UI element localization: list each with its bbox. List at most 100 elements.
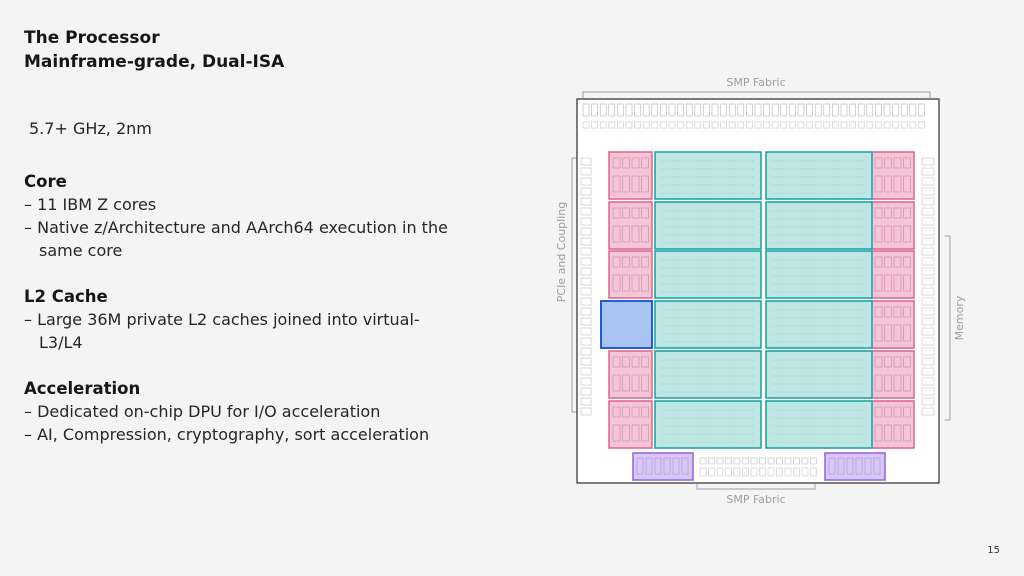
circuit-detail bbox=[784, 457, 792, 465]
circuit-detail bbox=[703, 121, 710, 129]
section-heading: Acceleration bbox=[24, 379, 141, 398]
circuit-detail bbox=[737, 103, 745, 117]
core-detail bbox=[612, 274, 621, 292]
l2-cache-block bbox=[765, 151, 873, 200]
circuit-detail bbox=[582, 121, 590, 129]
core-detail bbox=[631, 374, 640, 392]
smp-fabric-top-label: SMP Fabric bbox=[726, 76, 785, 89]
accelerator-detail bbox=[681, 457, 689, 475]
core-detail bbox=[903, 374, 911, 392]
core-detail bbox=[903, 207, 911, 219]
core-detail bbox=[884, 274, 892, 292]
circuit-detail bbox=[580, 407, 592, 416]
circuit-detail bbox=[720, 103, 727, 117]
core-detail bbox=[903, 225, 911, 243]
core-detail bbox=[631, 406, 640, 418]
circuit-detail bbox=[608, 103, 616, 117]
core-detail bbox=[893, 424, 902, 442]
core-detail bbox=[631, 424, 640, 442]
circuit-detail bbox=[720, 121, 727, 129]
pcie-coupling-label: PCIe and Coupling bbox=[555, 202, 568, 302]
circuit-detail bbox=[580, 197, 592, 206]
circuit-detail bbox=[921, 367, 935, 376]
circuit-detail bbox=[634, 121, 641, 129]
pcie-bracket bbox=[571, 157, 577, 413]
core-block bbox=[608, 201, 653, 250]
core-detail bbox=[612, 374, 621, 392]
circuit-detail bbox=[754, 121, 762, 129]
circuit-detail bbox=[580, 357, 592, 366]
core-detail bbox=[903, 324, 911, 342]
circuit-detail bbox=[767, 457, 775, 465]
core-detail bbox=[874, 356, 883, 368]
circuit-detail bbox=[921, 297, 935, 306]
circuit-detail bbox=[580, 377, 592, 386]
circuit-detail bbox=[832, 103, 839, 117]
accelerator-detail bbox=[846, 457, 854, 475]
circuit-detail bbox=[823, 121, 831, 129]
core-detail bbox=[884, 207, 892, 219]
circuit-detail bbox=[832, 121, 839, 129]
circuit-detail bbox=[793, 457, 800, 465]
core-detail bbox=[631, 356, 640, 368]
circuit-detail bbox=[708, 457, 715, 465]
circuit-detail bbox=[771, 103, 779, 117]
circuit-detail bbox=[921, 347, 935, 356]
core-detail bbox=[893, 256, 902, 268]
l2-cache-block bbox=[765, 201, 873, 250]
circuit-detail bbox=[582, 103, 590, 117]
circuit-detail bbox=[921, 277, 935, 286]
core-detail bbox=[641, 207, 649, 219]
core-detail bbox=[874, 175, 883, 193]
core-detail bbox=[622, 274, 630, 292]
circuit-detail bbox=[921, 187, 935, 196]
circuit-detail bbox=[921, 237, 935, 246]
circuit-detail bbox=[746, 103, 753, 117]
bullet: Large 36M private L2 caches joined into … bbox=[24, 308, 459, 354]
smp-fabric-bottom-label: SMP Fabric bbox=[726, 493, 785, 506]
circuit-detail bbox=[892, 103, 899, 117]
bullet: 11 IBM Z cores bbox=[24, 193, 459, 216]
core-detail bbox=[884, 225, 892, 243]
circuit-detail bbox=[580, 387, 592, 396]
circuit-detail bbox=[580, 257, 592, 266]
core-detail bbox=[631, 225, 640, 243]
core-block bbox=[608, 350, 653, 399]
circuit-detail bbox=[806, 103, 813, 117]
circuit-detail bbox=[849, 121, 856, 129]
memory-bracket bbox=[945, 235, 951, 421]
circuit-detail bbox=[580, 277, 592, 286]
circuit-detail bbox=[580, 217, 592, 226]
circuit-detail bbox=[909, 103, 917, 117]
circuit-detail bbox=[823, 103, 831, 117]
accelerator-block bbox=[824, 452, 886, 481]
circuit-detail bbox=[921, 267, 935, 276]
core-detail bbox=[641, 157, 649, 169]
circuit-detail bbox=[789, 121, 796, 129]
circuit-detail bbox=[759, 457, 766, 465]
core-block bbox=[608, 400, 653, 449]
circuit-detail bbox=[703, 103, 710, 117]
circuit-detail bbox=[771, 121, 779, 129]
circuit-detail bbox=[921, 387, 935, 396]
circuit-detail bbox=[814, 121, 822, 129]
core-detail bbox=[874, 406, 883, 418]
core-detail bbox=[622, 424, 630, 442]
circuit-detail bbox=[921, 307, 935, 316]
l2-cache-block bbox=[654, 250, 762, 299]
circuit-detail bbox=[750, 457, 758, 465]
core-block bbox=[608, 151, 653, 200]
circuit-detail bbox=[797, 103, 805, 117]
core-detail bbox=[884, 374, 892, 392]
circuit-detail bbox=[699, 467, 707, 477]
core-detail bbox=[903, 356, 911, 368]
circuit-detail bbox=[685, 103, 693, 117]
circuit-detail bbox=[625, 121, 633, 129]
circuit-detail bbox=[668, 103, 676, 117]
circuit-detail bbox=[725, 457, 732, 465]
l2-cache-block bbox=[765, 400, 873, 449]
circuit-detail bbox=[918, 121, 925, 129]
core-detail bbox=[874, 374, 883, 392]
core-detail bbox=[884, 406, 892, 418]
l2-cache-block bbox=[654, 400, 762, 449]
